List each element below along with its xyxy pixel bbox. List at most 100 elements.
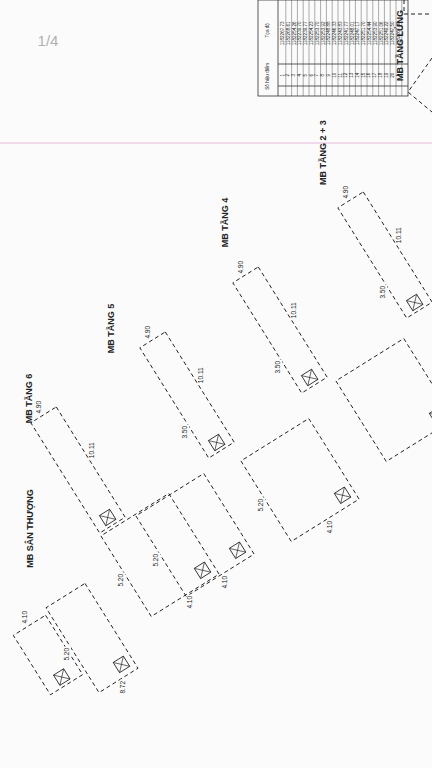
dimension-label: 3.50 bbox=[380, 285, 387, 300]
room-outline bbox=[46, 583, 138, 692]
coordinate-table bbox=[258, 0, 408, 96]
stair-symbol bbox=[208, 434, 225, 451]
coordinate-value: 1182239.77 bbox=[304, 21, 309, 45]
stair-symbol bbox=[99, 509, 116, 526]
dimension-label: 4.10 bbox=[222, 575, 229, 590]
point-number: 8 bbox=[321, 74, 326, 77]
coordinate-value: 1182241.77 bbox=[344, 21, 349, 45]
dimension-label: 4.10 bbox=[187, 595, 194, 610]
point-number: 10 bbox=[333, 72, 338, 77]
page-number: 1/4 bbox=[38, 33, 59, 48]
room-outline bbox=[241, 419, 359, 542]
coordinate-value: 1182253.70 bbox=[315, 21, 320, 45]
coordinate-value: 1182247.50 bbox=[391, 21, 396, 45]
coordinate-value: 1182243.83 bbox=[339, 21, 344, 45]
dimension-label: 4.10 bbox=[22, 610, 29, 625]
point-number: 12 bbox=[344, 72, 349, 77]
plan-title: MB TẦNG 5 bbox=[108, 303, 117, 353]
coordinate-value: 1182239.70 bbox=[298, 21, 303, 45]
coordinate-value: 1182249.22 bbox=[385, 21, 390, 45]
point-number: 18 bbox=[379, 72, 384, 77]
point-number: 13 bbox=[350, 72, 355, 77]
stair-symbol bbox=[406, 294, 423, 311]
dimension-label: 5.20 bbox=[118, 573, 125, 588]
dimension-label: 10.11 bbox=[198, 366, 205, 384]
coordinate-value: 1182268.61 bbox=[286, 21, 291, 45]
coordinate-value: 1182248.88 bbox=[327, 21, 332, 45]
stair-symbol bbox=[208, 434, 225, 451]
point-number: 2 bbox=[286, 74, 291, 77]
stair-symbol bbox=[429, 407, 432, 424]
partial-plan bbox=[404, 0, 432, 112]
stair-symbol bbox=[301, 369, 318, 386]
point-number: 6 bbox=[310, 74, 315, 77]
table-header: Tọa độ bbox=[266, 23, 271, 37]
plan-title: MB TẦNG 4 bbox=[222, 197, 231, 247]
stair-symbol bbox=[429, 407, 432, 424]
stair-symbol bbox=[406, 294, 423, 311]
plan-title: MB SÂN THƯỢNG bbox=[26, 489, 35, 568]
stair-symbol bbox=[334, 487, 351, 504]
point-number: 9 bbox=[327, 74, 332, 77]
dimension-label: 3.50 bbox=[275, 360, 282, 375]
dimension-label: 10.11 bbox=[396, 226, 403, 244]
coordinate-value: 1182246.33 bbox=[333, 21, 338, 45]
stair-symbol bbox=[99, 509, 116, 526]
dimension-label: 4.10 bbox=[327, 520, 334, 535]
dimension-label: 3.50 bbox=[182, 425, 189, 440]
point-number: 19 bbox=[385, 72, 390, 77]
dimension-label: 4.90 bbox=[344, 185, 351, 200]
point-number: 5 bbox=[304, 74, 309, 77]
stair-symbol bbox=[301, 369, 318, 386]
room-outline bbox=[233, 267, 327, 393]
point-number: 14 bbox=[356, 72, 361, 77]
plan-outlines bbox=[13, 192, 432, 695]
plan-title: MB TẦNG 2 + 3 bbox=[318, 120, 327, 185]
room-outline bbox=[336, 339, 432, 462]
plan-title: MB TẦNG 6 bbox=[26, 373, 35, 423]
coordinate-value: 1182254.44 bbox=[368, 21, 373, 45]
dimension-label: 10.11 bbox=[291, 301, 298, 319]
scan-line bbox=[0, 143, 432, 144]
stair-symbol bbox=[334, 487, 351, 504]
plan-title: MB TẦNG LỬNG bbox=[396, 10, 405, 81]
dimension-label: 8.72 bbox=[120, 680, 127, 695]
point-number: 16 bbox=[368, 72, 373, 77]
point-number: 11 bbox=[339, 73, 344, 78]
coordinate-value: 1182254.23 bbox=[310, 21, 315, 45]
coordinate-value: 1182251.70 bbox=[362, 21, 367, 45]
point-number: 17 bbox=[373, 72, 378, 77]
stair-symbol bbox=[113, 656, 130, 673]
table-header: Số hiệu điểm bbox=[266, 63, 271, 90]
stair-symbol bbox=[113, 656, 130, 673]
room-outline bbox=[140, 332, 234, 458]
point-number: 1 bbox=[281, 74, 286, 77]
point-number: 4 bbox=[298, 74, 303, 77]
point-number: 7 bbox=[315, 74, 320, 77]
stair-symbol bbox=[229, 542, 246, 559]
coordinate-value: 1182251.06 bbox=[379, 21, 384, 45]
dimension-label: 4.90 bbox=[146, 325, 153, 340]
point-number: 15 bbox=[362, 72, 367, 77]
room-outline bbox=[136, 474, 254, 597]
room-outline bbox=[31, 407, 125, 533]
dimension-label: 5.20 bbox=[153, 553, 160, 568]
coordinate-value: 1182253.92 bbox=[321, 21, 326, 45]
coordinate-value: 1182248.01 bbox=[350, 21, 355, 45]
dimension-label: 10.11 bbox=[89, 441, 96, 459]
coordinate-value: 1182253.90 bbox=[373, 21, 378, 45]
stair-symbol bbox=[194, 562, 211, 579]
room-outline bbox=[338, 192, 432, 318]
stair-symbol bbox=[229, 542, 246, 559]
dimension-label: 4.90 bbox=[37, 400, 44, 415]
room-outline bbox=[13, 615, 82, 695]
dimension-label: 4.90 bbox=[239, 260, 246, 275]
coordinate-value: 1182247.17 bbox=[356, 21, 361, 45]
dimension-label: 5.20 bbox=[64, 647, 71, 662]
point-number: 20 bbox=[391, 72, 396, 77]
stair-symbol bbox=[54, 669, 71, 686]
stair-symbol bbox=[194, 562, 211, 579]
dimension-label: 5.20 bbox=[258, 498, 265, 513]
coordinate-value: 1182254.26 bbox=[292, 21, 297, 45]
coordinate-value: 1182267.73 bbox=[281, 21, 286, 45]
